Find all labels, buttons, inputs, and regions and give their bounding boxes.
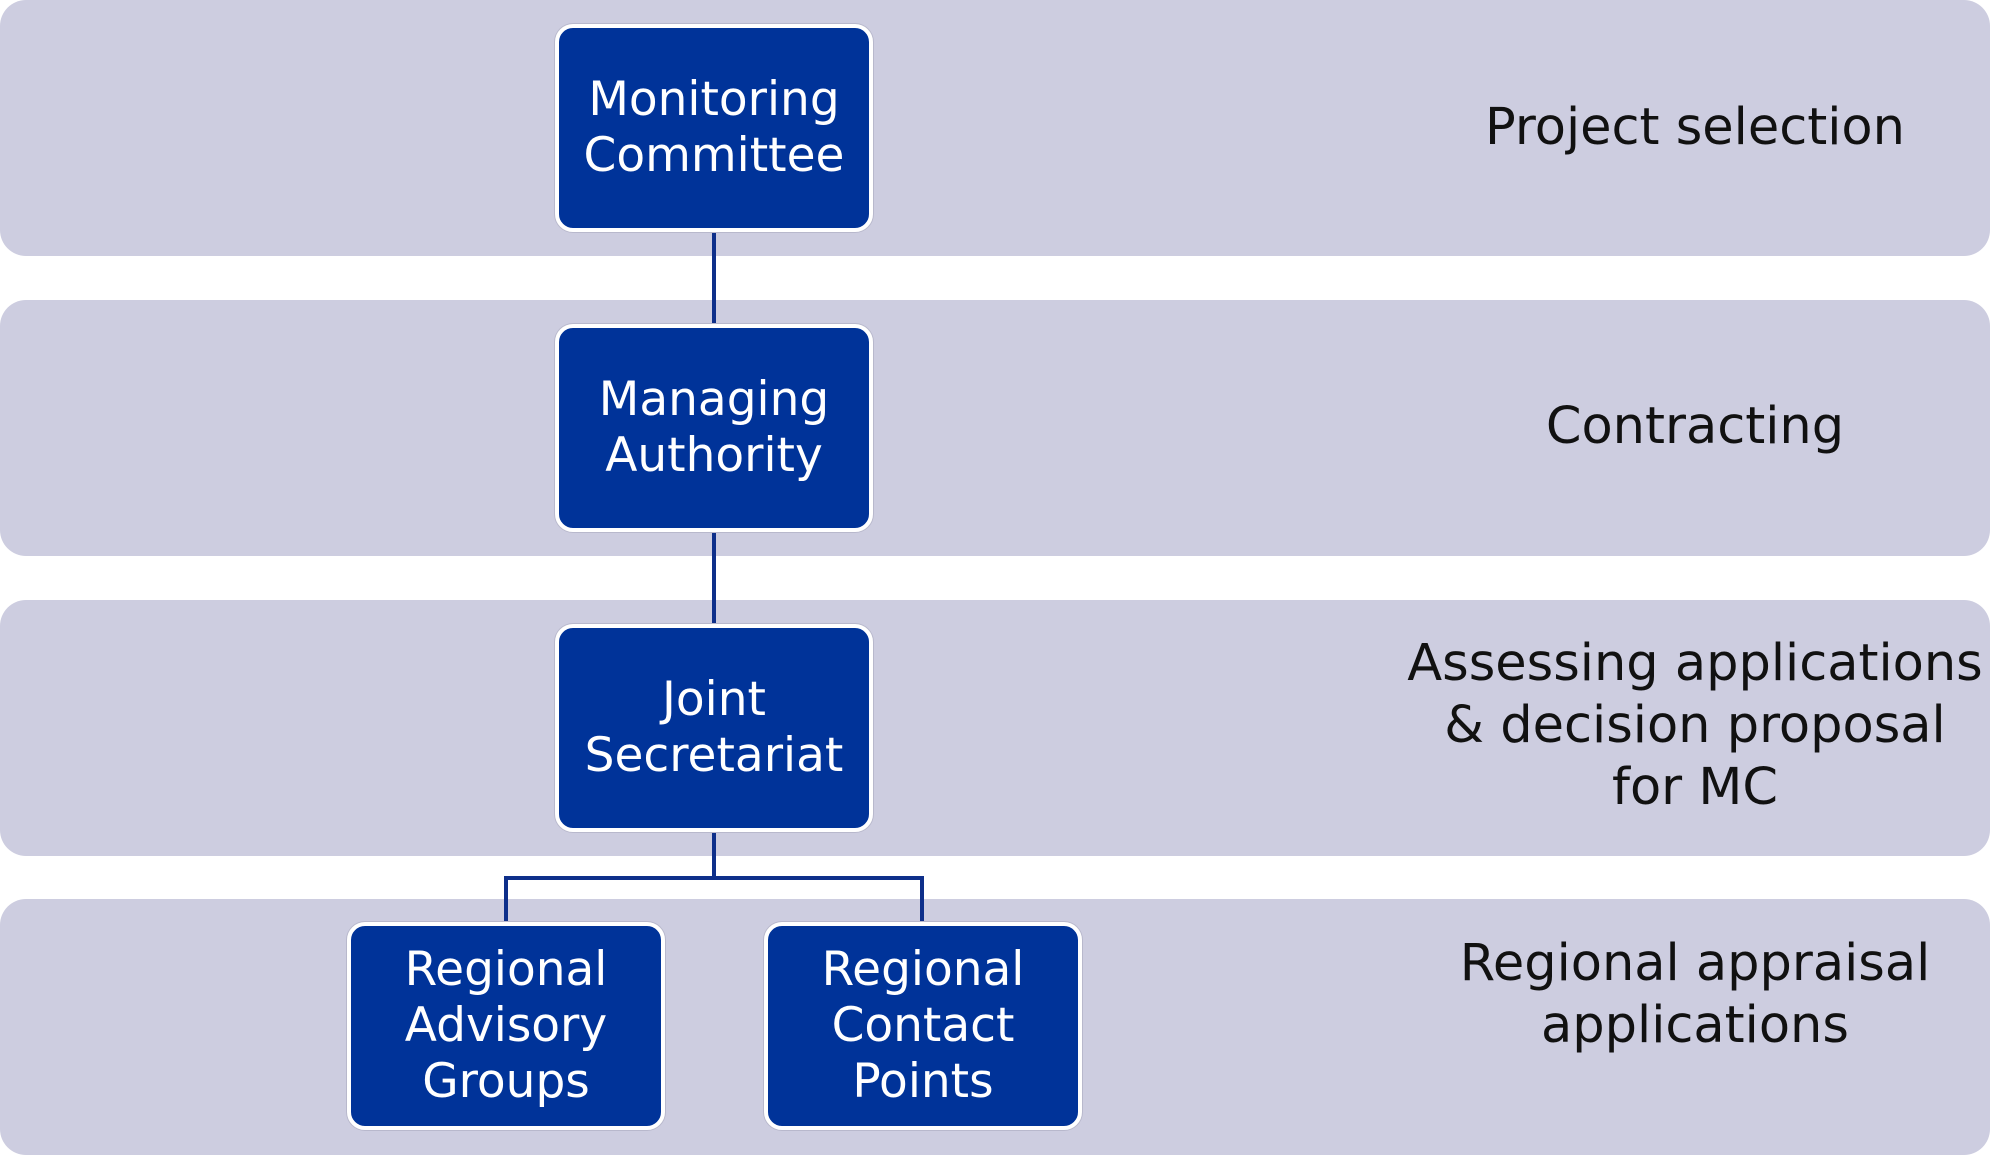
node-regional-contact-points: Regional Contact Points (764, 922, 1082, 1130)
node-joint-secretariat: Joint Secretariat (555, 624, 873, 832)
band-assessing (0, 600, 1990, 856)
band-label-project-selection: Project selection (1485, 98, 1905, 157)
connector-branch-horizontal (504, 876, 924, 880)
connector-branch-left (504, 876, 508, 922)
band-label-assessing: Assessing applications & decision propos… (1407, 634, 1983, 817)
connector-ma-js (712, 532, 716, 624)
node-regional-advisory-groups: Regional Advisory Groups (347, 922, 665, 1130)
connector-js-branch (712, 832, 716, 878)
node-monitoring-committee: Monitoring Committee (555, 24, 873, 232)
connector-mc-ma (712, 232, 716, 324)
band-project-selection (0, 0, 1990, 256)
band-label-contracting: Contracting (1545, 397, 1845, 456)
node-managing-authority: Managing Authority (555, 324, 873, 532)
band-label-regional-appraisal: Regional appraisal applications (1459, 934, 1931, 1055)
connector-branch-right (920, 876, 924, 922)
band-contracting (0, 300, 1990, 556)
